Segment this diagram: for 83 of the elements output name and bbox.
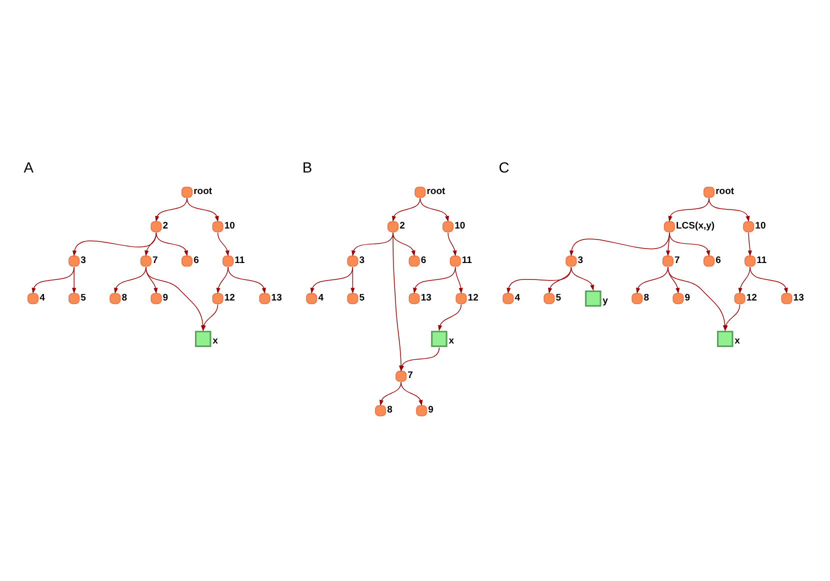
- arrow: [400, 347, 440, 372]
- node-label: 8: [387, 404, 392, 416]
- node-label: 11: [756, 254, 767, 266]
- arrow: [636, 266, 668, 294]
- node-label: x: [212, 336, 218, 347]
- arrow: [144, 232, 157, 256]
- node-label: 5: [80, 292, 86, 304]
- node-label: x: [734, 336, 740, 347]
- arrow: [750, 266, 788, 294]
- arrow: [216, 266, 228, 294]
- arrow: [438, 304, 462, 332]
- node-label: 12: [224, 292, 235, 304]
- node-label: 9: [684, 292, 690, 304]
- node-label: LCS(x,y): [676, 220, 715, 232]
- node-label: 13: [271, 292, 282, 304]
- node-label: x: [448, 336, 454, 347]
- node-label: 4: [514, 292, 520, 304]
- node-label: 7: [674, 254, 680, 266]
- node-label: 13: [420, 292, 432, 304]
- node-label: root: [716, 186, 734, 198]
- node-label: 4: [318, 292, 324, 304]
- arrow: [454, 266, 463, 294]
- arrow: [570, 232, 670, 256]
- node-label: 5: [556, 292, 562, 304]
- node-label: 6: [420, 254, 426, 266]
- node-label: 9: [428, 404, 434, 416]
- arrow: [392, 198, 420, 222]
- arrow: [72, 266, 76, 294]
- node-label: 8: [644, 292, 650, 304]
- node-label: 12: [746, 292, 757, 304]
- label: C: [498, 160, 510, 176]
- node-label: 13: [793, 292, 804, 304]
- node-label: root: [426, 186, 446, 198]
- node-label: 2: [162, 220, 168, 232]
- arrow: [708, 198, 750, 222]
- label: A: [24, 160, 34, 176]
- node-label: 7: [408, 370, 413, 382]
- node-label: 9: [162, 292, 168, 304]
- arrow: [72, 232, 157, 256]
- arrow: [146, 266, 158, 294]
- node-label: 11: [234, 254, 245, 266]
- arrow: [155, 198, 188, 222]
- label: B: [302, 160, 312, 176]
- arrow: [228, 266, 266, 294]
- arrow: [420, 198, 450, 222]
- node-label: 3: [80, 254, 86, 266]
- arrow: [114, 266, 146, 294]
- arrow: [748, 232, 752, 256]
- node-label: 10: [224, 220, 235, 232]
- arrow: [506, 266, 572, 294]
- arrow: [738, 266, 750, 294]
- arrow: [156, 232, 188, 256]
- arrow: [310, 266, 354, 294]
- arrow: [392, 232, 416, 256]
- arrow: [668, 198, 710, 222]
- arrow: [668, 266, 680, 294]
- arrow: [448, 232, 457, 256]
- node-label: root: [194, 186, 212, 198]
- arrow: [570, 266, 594, 291]
- node-label: 12: [468, 292, 478, 304]
- node-label: 7: [152, 254, 158, 266]
- arrow: [548, 266, 572, 294]
- node-label: 3: [359, 254, 365, 266]
- node-label: 4: [40, 292, 45, 304]
- node-label: 2: [400, 220, 405, 232]
- arrow: [379, 382, 402, 406]
- node-label: 10: [454, 220, 466, 232]
- arrow: [350, 266, 355, 294]
- node-label: 6: [194, 254, 199, 266]
- node-label: 5: [359, 292, 365, 304]
- arrow: [32, 266, 74, 294]
- node-label: 10: [755, 220, 766, 232]
- arrow: [669, 232, 710, 256]
- node-label: 6: [716, 254, 721, 266]
- arrow: [217, 232, 230, 256]
- arrow: [413, 266, 456, 294]
- node-label: 11: [462, 254, 472, 266]
- arrow: [666, 232, 670, 256]
- arrow: [400, 382, 423, 406]
- node-label: 3: [578, 254, 584, 266]
- arrow: [186, 198, 219, 222]
- node-label: 8: [122, 292, 128, 304]
- node-label: y: [602, 295, 608, 306]
